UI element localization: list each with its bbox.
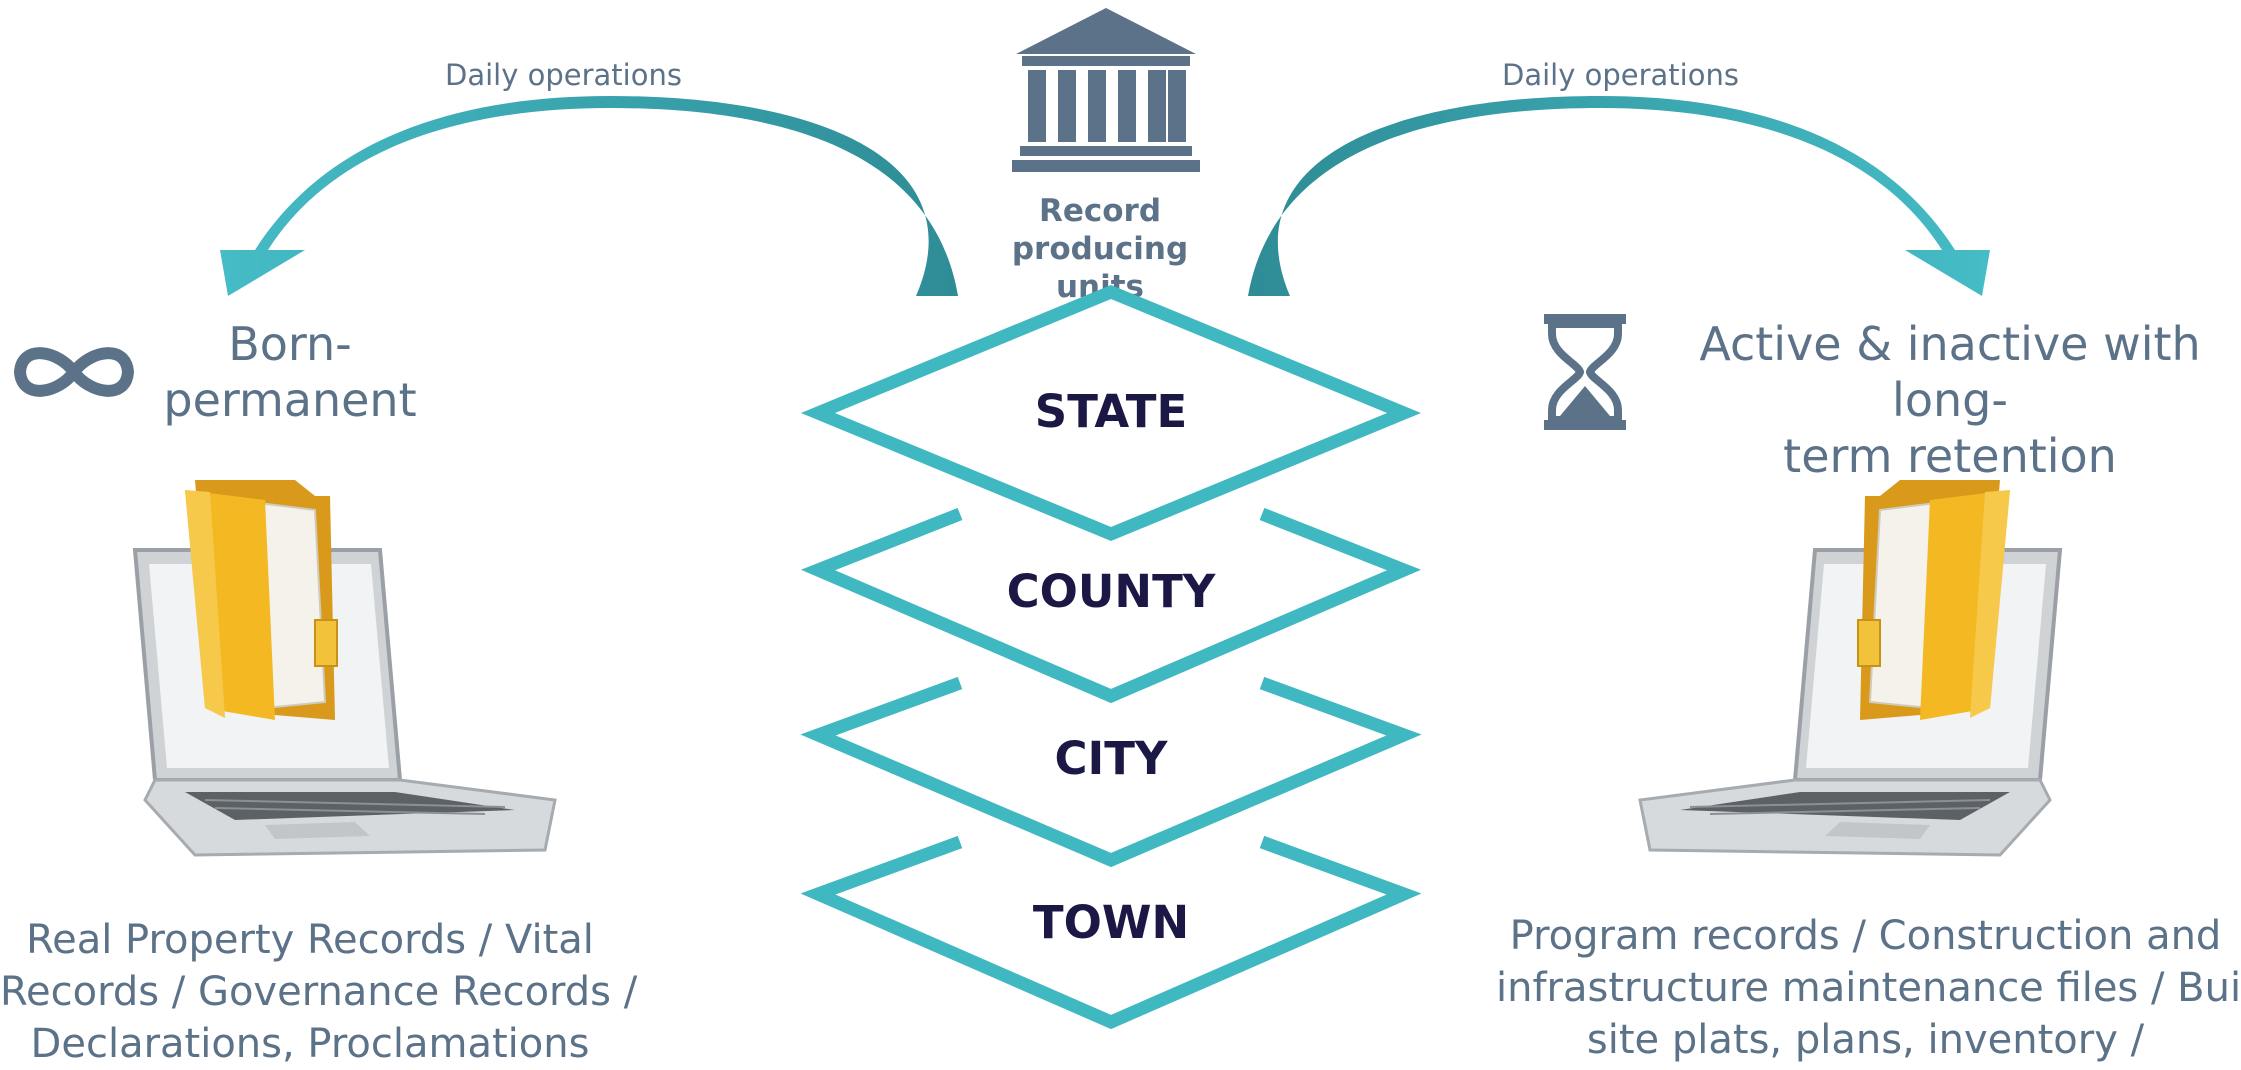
- active-inactive-description: Program records / Construction and infra…: [1490, 910, 2241, 1066]
- left-desc-line-2: Records / Governance Records /: [0, 969, 638, 1015]
- town-diamond: [800, 835, 1422, 1030]
- city-diamond: [800, 676, 1422, 868]
- born-permanent-line-1: Born-: [228, 317, 352, 371]
- level-city: CITY: [1054, 732, 1168, 785]
- right-desc-line-2: infrastructure maintenance files / Build…: [1496, 965, 2241, 1011]
- active-line-2: term retention: [1783, 429, 2117, 483]
- left-desc-line-3: Declarations, Proclamations: [30, 1021, 590, 1067]
- state-diamond: [800, 284, 1422, 542]
- county-diamond: [800, 507, 1422, 704]
- level-state: STATE: [1034, 385, 1188, 438]
- right-desc-line-3: site plats, plans, inventory /: [1586, 1017, 2145, 1063]
- government-building-icon: [1012, 8, 1200, 172]
- jurisdiction-stack: [800, 284, 1422, 1030]
- active-inactive-title: Active & inactive with long- term retent…: [1640, 316, 2241, 484]
- level-county: COUNTY: [1006, 565, 1216, 618]
- infinity-icon: [13, 347, 135, 397]
- laptop-folder-icon-right: [1638, 480, 2063, 857]
- born-permanent-line-2: permanent: [163, 373, 417, 427]
- right-desc-line-1: Program records / Construction and: [1509, 913, 2222, 959]
- record-producing-units-label: Record producing units: [950, 192, 1250, 306]
- active-line-1: Active & inactive with long-: [1699, 317, 2201, 427]
- producer-line-1: Record producing: [1011, 193, 1189, 267]
- right-arrow-label: Daily operations: [1502, 58, 1739, 92]
- left-desc-line-1: Real Property Records / Vital: [26, 917, 594, 963]
- left-arrow-label: Daily operations: [445, 58, 682, 92]
- born-permanent-title: Born- permanent: [140, 316, 440, 428]
- born-permanent-description: Real Property Records / Vital Records / …: [0, 914, 638, 1070]
- laptop-folder-icon: [132, 480, 557, 857]
- level-town: TOWN: [1032, 896, 1190, 949]
- hourglass-icon: [1544, 314, 1626, 430]
